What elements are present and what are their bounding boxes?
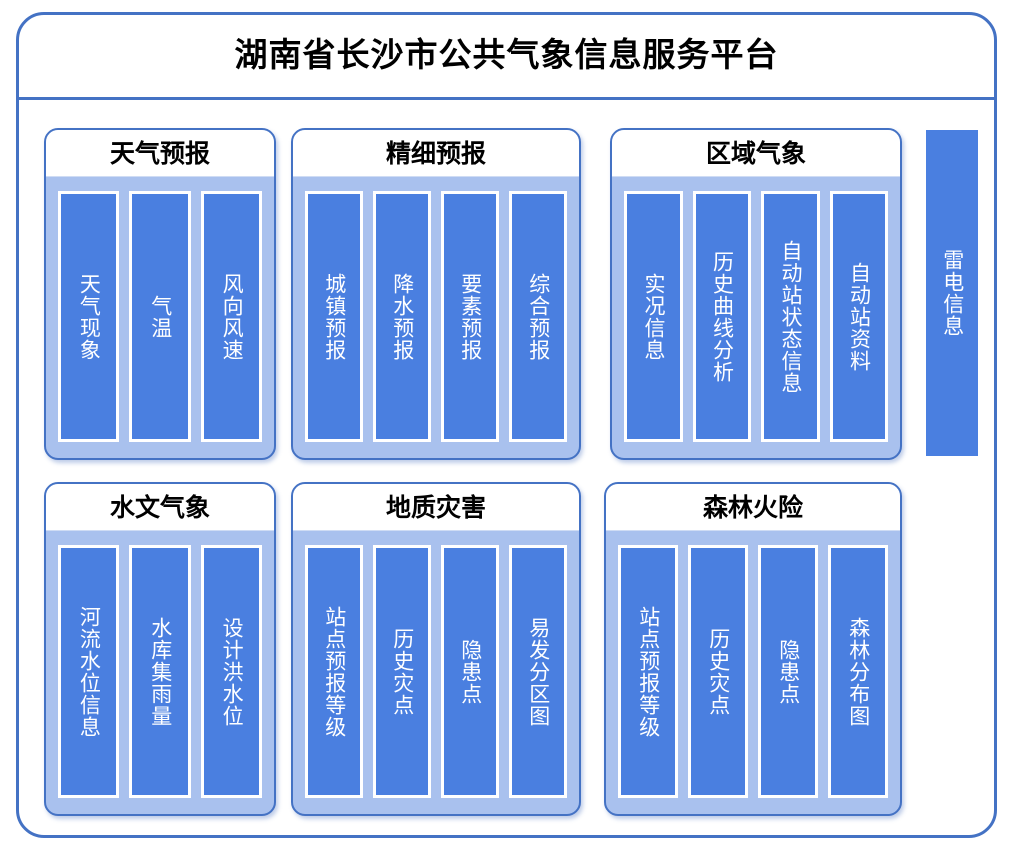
module-label: 设计洪水位 bbox=[220, 616, 245, 727]
panel-title: 天气预报 bbox=[109, 138, 210, 168]
module-forest-distribution-map[interactable]: 森林分布图 bbox=[828, 545, 888, 798]
module-label: 要素预报 bbox=[458, 272, 483, 361]
module-label: 自动站资料 bbox=[847, 261, 872, 372]
module-comprehensive-forecast[interactable]: 综合预报 bbox=[509, 191, 567, 442]
panel-hydrometeorology[interactable]: 水文气象 河流水位信息 水库集雨量 设计洪水位 bbox=[44, 482, 276, 816]
module-label: 隐患点 bbox=[458, 638, 483, 705]
module-temperature[interactable]: 气温 bbox=[129, 191, 191, 442]
module-label: 隐患点 bbox=[776, 638, 801, 705]
panel-title: 地质灾害 bbox=[385, 492, 486, 522]
platform-title-bar: 湖南省长沙市公共气象信息服务平台 bbox=[16, 12, 997, 100]
panel-fine-forecast[interactable]: 精细预报 城镇预报 降水预报 要素预报 综合预报 bbox=[291, 128, 581, 460]
module-river-water-level[interactable]: 河流水位信息 bbox=[58, 545, 120, 798]
module-hazard-points[interactable]: 隐患点 bbox=[758, 545, 818, 798]
module-reservoir-rainfall[interactable]: 水库集雨量 bbox=[129, 545, 191, 798]
module-label: 易发分区图 bbox=[526, 616, 551, 727]
panel-header: 水文气象 bbox=[46, 484, 274, 531]
module-live-information[interactable]: 实况信息 bbox=[624, 191, 683, 442]
module-label: 综合预报 bbox=[526, 272, 551, 361]
module-label: 气温 bbox=[148, 294, 173, 339]
panel-title: 水文气象 bbox=[109, 492, 210, 522]
module-label: 站点预报等级 bbox=[636, 605, 661, 738]
panel-body: 天气现象 气温 风向风速 bbox=[46, 177, 274, 458]
panel-body: 城镇预报 降水预报 要素预报 综合预报 bbox=[293, 177, 579, 458]
module-auto-station-data[interactable]: 自动站资料 bbox=[829, 191, 888, 442]
module-label: 降水预报 bbox=[390, 272, 415, 361]
panel-header: 精细预报 bbox=[293, 130, 579, 177]
module-label: 风向风速 bbox=[220, 272, 245, 361]
panel-geological-disaster[interactable]: 地质灾害 站点预报等级 历史灾点 隐患点 易发分区图 bbox=[291, 482, 581, 816]
module-label: 雷电信息 bbox=[940, 249, 965, 337]
page-title: 湖南省长沙市公共气象信息服务平台 bbox=[234, 35, 779, 74]
module-historical-curve-analysis[interactable]: 历史曲线分析 bbox=[692, 191, 751, 442]
module-element-forecast[interactable]: 要素预报 bbox=[441, 191, 499, 442]
panel-header: 森林火险 bbox=[606, 484, 900, 531]
module-label: 河流水位信息 bbox=[77, 605, 102, 738]
module-label: 森林分布图 bbox=[846, 616, 871, 727]
module-susceptibility-zoning-map[interactable]: 易发分区图 bbox=[509, 545, 567, 798]
module-design-flood-level[interactable]: 设计洪水位 bbox=[200, 545, 262, 798]
module-label: 天气现象 bbox=[77, 272, 102, 361]
panel-header: 地质灾害 bbox=[293, 484, 579, 531]
module-label: 城镇预报 bbox=[322, 272, 347, 361]
module-label: 历史灾点 bbox=[390, 627, 415, 716]
panel-body: 站点预报等级 历史灾点 隐患点 森林分布图 bbox=[606, 531, 900, 814]
module-precipitation-forecast[interactable]: 降水预报 bbox=[373, 191, 431, 442]
module-wind-direction-speed[interactable]: 风向风速 bbox=[200, 191, 262, 442]
module-station-forecast-level[interactable]: 站点预报等级 bbox=[305, 545, 363, 798]
module-historical-disaster-points[interactable]: 历史灾点 bbox=[688, 545, 748, 798]
module-town-forecast[interactable]: 城镇预报 bbox=[305, 191, 363, 442]
module-historical-disaster-points[interactable]: 历史灾点 bbox=[373, 545, 431, 798]
panel-regional-meteorology[interactable]: 区域气象 实况信息 历史曲线分析 自动站状态信息 自动站资料 bbox=[610, 128, 902, 460]
module-lightning-information[interactable]: 雷电信息 bbox=[926, 130, 978, 456]
module-label: 历史曲线分析 bbox=[710, 250, 735, 383]
panel-body: 河流水位信息 水库集雨量 设计洪水位 bbox=[46, 531, 274, 814]
panel-header: 区域气象 bbox=[612, 130, 900, 177]
panel-title: 区域气象 bbox=[705, 138, 806, 168]
module-label: 实况信息 bbox=[642, 272, 666, 361]
module-label: 自动站状态信息 bbox=[779, 239, 803, 394]
panel-title: 森林火险 bbox=[702, 492, 803, 522]
module-label: 水库集雨量 bbox=[148, 616, 173, 727]
panel-body: 实况信息 历史曲线分析 自动站状态信息 自动站资料 bbox=[612, 177, 900, 458]
panel-forest-fire-risk[interactable]: 森林火险 站点预报等级 历史灾点 隐患点 森林分布图 bbox=[604, 482, 902, 816]
panel-title: 精细预报 bbox=[385, 138, 486, 168]
panel-weather-forecast[interactable]: 天气预报 天气现象 气温 风向风速 bbox=[44, 128, 276, 460]
module-hazard-points[interactable]: 隐患点 bbox=[441, 545, 499, 798]
panel-body: 站点预报等级 历史灾点 隐患点 易发分区图 bbox=[293, 531, 579, 814]
module-auto-station-status[interactable]: 自动站状态信息 bbox=[761, 191, 820, 442]
module-label: 历史灾点 bbox=[706, 627, 731, 716]
module-label: 站点预报等级 bbox=[322, 605, 347, 738]
module-weather-phenomenon[interactable]: 天气现象 bbox=[58, 191, 120, 442]
panel-header: 天气预报 bbox=[46, 130, 274, 177]
module-station-forecast-level[interactable]: 站点预报等级 bbox=[618, 545, 678, 798]
